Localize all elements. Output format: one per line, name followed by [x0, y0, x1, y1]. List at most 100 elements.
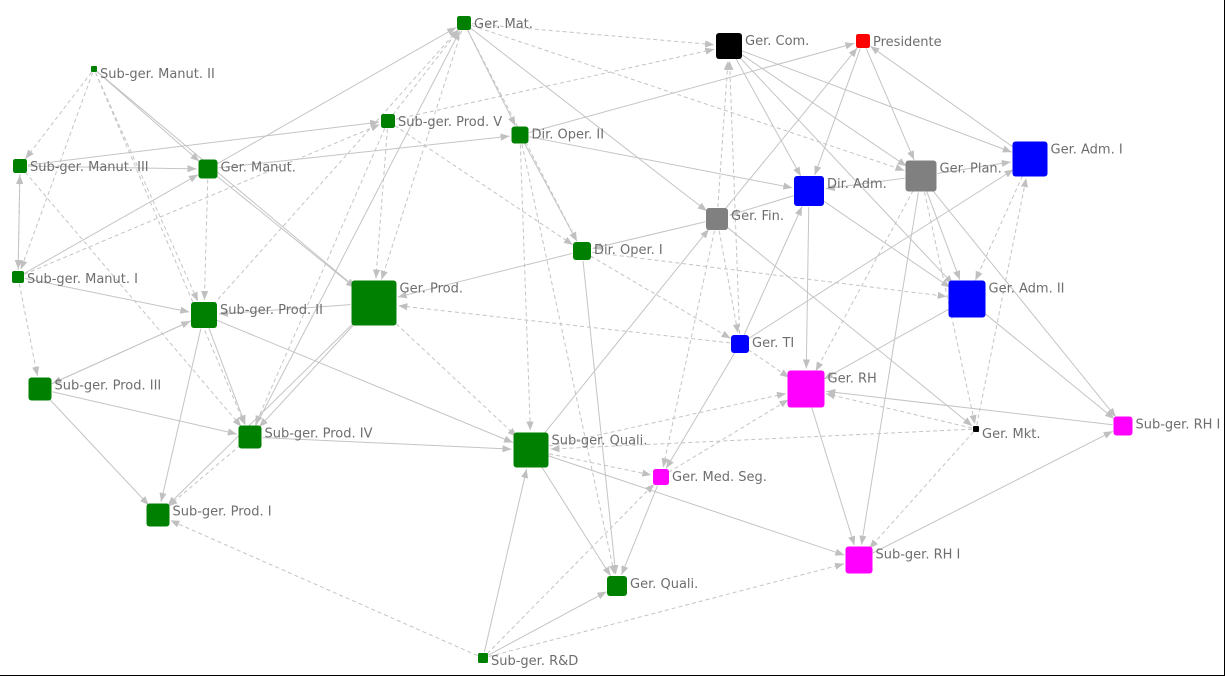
node-marker[interactable] — [973, 426, 979, 432]
node-label: Presidente — [873, 35, 942, 50]
node-sub-ger-prod-iii[interactable]: Sub-ger. Prod. III — [28, 377, 162, 401]
node-marker[interactable] — [787, 370, 825, 408]
node-dir-oper-i[interactable]: Dir. Oper. I — [573, 242, 663, 260]
node-sub-ger-manut-i[interactable]: Sub-ger. Manut. I — [12, 271, 138, 287]
edge-prod-to-sp4 — [258, 319, 359, 428]
node-label: Ger. TI — [752, 336, 794, 351]
node-marker[interactable] — [948, 280, 986, 318]
node-marker[interactable] — [716, 33, 742, 59]
edge-ti-to-adm1 — [748, 169, 1014, 340]
node-ger-adm-i[interactable]: Ger. Adm. I — [1012, 141, 1123, 177]
node-sub-ger-manut-ii[interactable]: Sub-ger. Manut. II — [91, 66, 215, 82]
node-label: Ger. Com. — [745, 34, 809, 49]
edge-adm2-to-srh2 — [981, 310, 1115, 420]
node-label: Sub-ger. Prod. II — [220, 303, 323, 318]
node-ger-prod[interactable]: Ger. Prod. — [351, 280, 464, 326]
node-label: Ger. Adm. II — [989, 282, 1065, 297]
node-ger-com[interactable]: Ger. Com. — [716, 33, 809, 59]
node-sub-ger-quali[interactable]: Sub-ger. Quali. — [513, 432, 648, 468]
node-ger-mat[interactable]: Ger. Mat. — [457, 16, 533, 32]
node-sub-ger-rh-i[interactable]: Sub-ger. RH I — [1113, 416, 1221, 436]
edge-adm2-to-rh — [823, 308, 951, 380]
node-ger-ti[interactable]: Ger. TI — [731, 335, 794, 353]
node-marker[interactable] — [845, 546, 873, 574]
node-sub-ger-prod-i[interactable]: Sub-ger. Prod. I — [146, 503, 272, 527]
node-label: Sub-ger. Manut. I — [27, 272, 138, 287]
node-marker[interactable] — [381, 114, 395, 128]
node-ger-adm-ii[interactable]: Ger. Adm. II — [948, 280, 1065, 318]
edges-layer — [14, 23, 1117, 657]
node-marker[interactable] — [28, 377, 52, 401]
node-label: Ger. Prod. — [400, 282, 464, 297]
node-marker[interactable] — [478, 653, 488, 663]
node-sub-ger-rh-i[interactable]: Sub-ger. RH I — [845, 546, 961, 574]
edge-sm3-to-sp5 — [27, 119, 380, 166]
node-marker[interactable] — [91, 66, 97, 72]
node-marker[interactable] — [706, 208, 728, 230]
node-marker[interactable] — [13, 159, 27, 173]
edge-rh-to-srh1 — [811, 407, 856, 546]
node-sub-ger-prod-iv[interactable]: Sub-ger. Prod. IV — [238, 425, 373, 449]
edge-man-to-do2 — [218, 133, 510, 169]
node-marker[interactable] — [146, 503, 170, 527]
edge-med-to-rh — [668, 399, 789, 473]
node-ger-manut[interactable]: Ger. Manut. — [198, 159, 296, 179]
edge-plan-to-dadm — [825, 177, 905, 192]
node-ger-med-seg[interactable]: Ger. Med. Seg. — [653, 469, 767, 485]
node-marker[interactable] — [511, 126, 529, 144]
edge-sp4-to-mat — [255, 30, 461, 427]
edge-sp4-to-sp1 — [167, 444, 241, 507]
edge-sp3-to-sp1 — [48, 397, 150, 506]
node-marker[interactable] — [653, 469, 669, 485]
edge-plan-to-srh2 — [930, 188, 1117, 418]
edge-sp5-to-com — [395, 47, 715, 120]
node-ger-plan[interactable]: Ger. Plan. — [905, 160, 1002, 192]
node-marker[interactable] — [905, 160, 937, 192]
node-ger-rh[interactable]: Ger. RH — [787, 370, 877, 408]
node-sub-ger-prod-ii[interactable]: Sub-ger. Prod. II — [191, 302, 323, 328]
node-presidente[interactable]: Presidente — [856, 34, 942, 50]
node-marker[interactable] — [351, 280, 397, 326]
node-ger-mkt[interactable]: Ger. Mkt. — [973, 426, 1040, 442]
edge-man-to-sp2 — [201, 179, 209, 301]
node-dir-oper-ii[interactable]: Dir. Oper. II — [511, 126, 605, 144]
node-label: Ger. Adm. I — [1051, 143, 1123, 158]
edge-sm2-to-sp4 — [95, 72, 246, 425]
node-marker[interactable] — [198, 159, 218, 179]
node-marker[interactable] — [794, 176, 824, 206]
edge-sm2-to-prod — [96, 71, 356, 288]
edge-do2-to-qual — [521, 144, 617, 575]
edge-com-to-dadm — [735, 58, 802, 177]
node-marker[interactable] — [238, 425, 262, 449]
node-marker[interactable] — [513, 432, 549, 468]
node-dir-adm[interactable]: Dir. Adm. — [794, 176, 887, 206]
edge-rd-to-sp1 — [170, 519, 478, 657]
node-sub-ger-r-d[interactable]: Sub-ger. R&D — [478, 653, 578, 669]
node-marker[interactable] — [1113, 416, 1133, 436]
edge-sp2-to-mat — [212, 29, 459, 305]
node-marker[interactable] — [457, 16, 471, 30]
node-marker[interactable] — [856, 34, 870, 48]
node-marker[interactable] — [607, 576, 627, 596]
node-sub-ger-manut-iii[interactable]: Sub-ger. Manut. III — [13, 159, 149, 175]
node-marker[interactable] — [1012, 141, 1048, 177]
node-marker[interactable] — [731, 335, 749, 353]
node-label: Ger. Plan. — [940, 162, 1002, 177]
node-label: Ger. Mat. — [474, 17, 533, 32]
node-label: Sub-ger. Prod. I — [173, 505, 272, 520]
node-marker[interactable] — [191, 302, 217, 328]
node-marker[interactable] — [573, 242, 591, 260]
edge-sp5-to-prod — [372, 128, 388, 279]
edge-plan-to-adm1 — [937, 159, 1011, 174]
node-marker[interactable] — [12, 271, 24, 283]
node-sub-ger-prod-v[interactable]: Sub-ger. Prod. V — [381, 114, 502, 130]
node-label: Dir. Oper. II — [532, 128, 605, 143]
edge-srh1-to-srh2 — [871, 430, 1113, 554]
edge-sm1-to-man — [23, 174, 199, 274]
edge-do1-to-ti — [590, 255, 731, 339]
edge-sm2-to-sp2 — [95, 72, 199, 302]
node-ger-quali[interactable]: Ger. Quali. — [607, 576, 698, 596]
edge-com-to-adm1 — [741, 50, 1012, 153]
node-ger-fin[interactable]: Ger. Fin. — [706, 208, 784, 230]
